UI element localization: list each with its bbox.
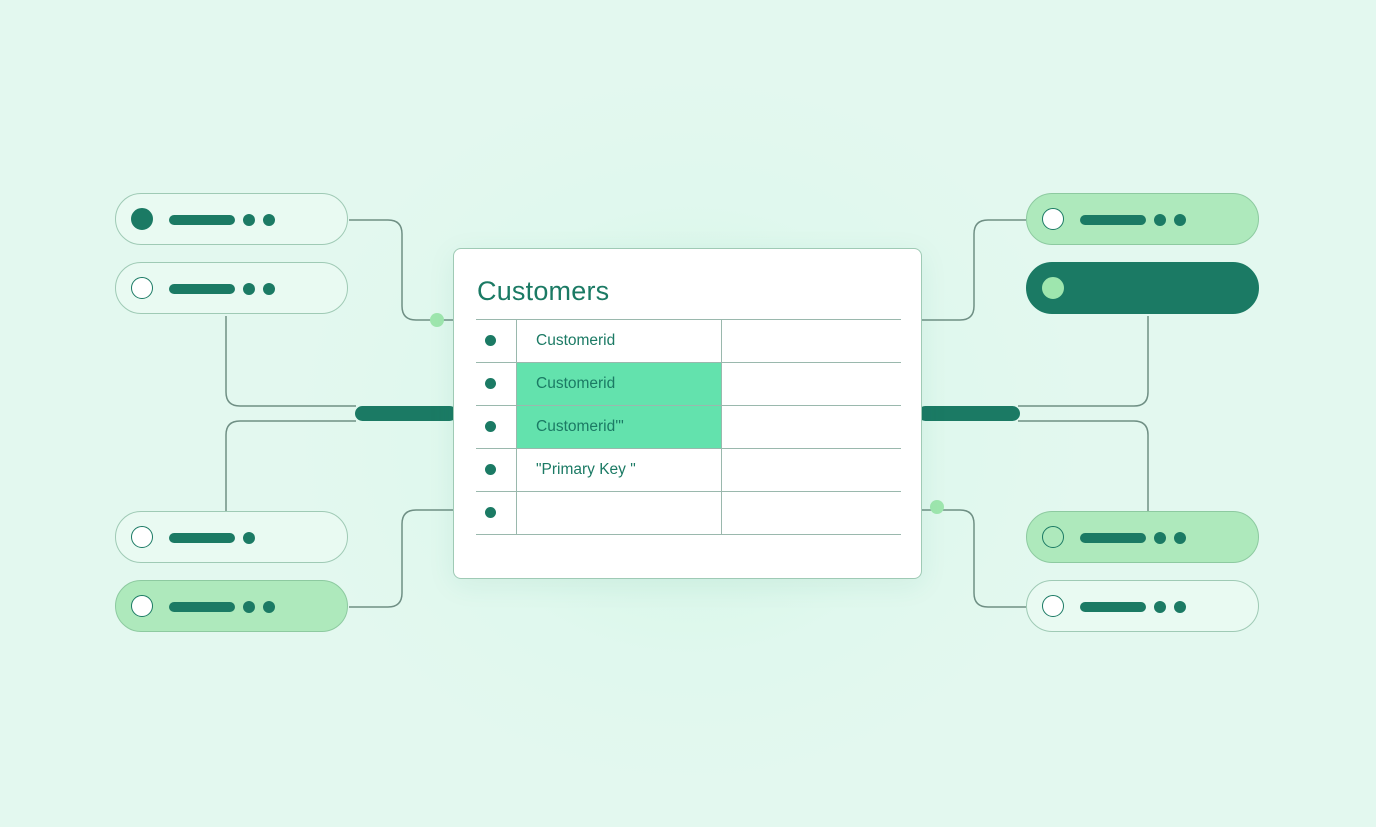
bullet-icon: [485, 464, 496, 475]
field-cell: [516, 492, 722, 534]
field-cell-highlighted: Customerid'": [516, 406, 722, 448]
dot-icon: [1174, 601, 1186, 613]
dot-icon: [263, 601, 275, 613]
placeholder-bar: [169, 533, 235, 543]
left-bus-bar: [355, 406, 457, 421]
dot-icon: [1174, 532, 1186, 544]
filled-radio-icon: [131, 208, 153, 230]
right-node-1[interactable]: [1026, 193, 1259, 245]
left-node-4[interactable]: [115, 580, 348, 632]
dot-icon: [243, 214, 255, 226]
dot-icon: [243, 601, 255, 613]
left-node-1[interactable]: [115, 193, 348, 245]
left-node-3[interactable]: [115, 511, 348, 563]
dot-icon: [1174, 214, 1186, 226]
dot-icon: [263, 214, 275, 226]
right-node-4[interactable]: [1026, 580, 1259, 632]
table-row[interactable]: Customerid'": [476, 406, 901, 449]
bullet-icon: [485, 507, 496, 518]
right-junction-dot: [930, 500, 944, 514]
radio-icon: [131, 526, 153, 548]
placeholder-bar: [1080, 602, 1146, 612]
dot-icon: [1154, 214, 1166, 226]
dot-icon: [263, 283, 275, 295]
radio-icon: [1042, 595, 1064, 617]
placeholder-bar: [1080, 215, 1146, 225]
right-node-2[interactable]: [1026, 262, 1259, 314]
radio-icon: [1042, 526, 1064, 548]
placeholder-bar: [1080, 533, 1146, 543]
dot-icon: [1154, 532, 1166, 544]
field-cell-highlighted: Customerid: [516, 363, 722, 405]
accent-radio-icon: [1042, 277, 1064, 299]
table-title: Customers: [477, 276, 610, 306]
field-cell: Customerid: [516, 320, 722, 362]
right-node-3[interactable]: [1026, 511, 1259, 563]
bullet-icon: [485, 335, 496, 346]
table-row[interactable]: [476, 492, 901, 535]
placeholder-bar: [169, 215, 235, 225]
left-junction-dot: [430, 313, 444, 327]
radio-icon: [1042, 208, 1064, 230]
table-row[interactable]: "Primary Key ": [476, 449, 901, 492]
table-row[interactable]: Customerid: [476, 363, 901, 406]
radio-icon: [131, 277, 153, 299]
placeholder-bar: [169, 284, 235, 294]
bullet-icon: [485, 378, 496, 389]
table-row[interactable]: Customerid: [476, 320, 901, 363]
bullet-icon: [485, 421, 496, 432]
radio-icon: [131, 595, 153, 617]
placeholder-bar: [169, 602, 235, 612]
dot-icon: [243, 283, 255, 295]
customers-table-card: Customers Customerid Customerid Customer…: [453, 248, 922, 579]
right-bus-bar: [918, 406, 1020, 421]
dot-icon: [1154, 601, 1166, 613]
left-node-2[interactable]: [115, 262, 348, 314]
dot-icon: [243, 532, 255, 544]
field-cell: "Primary Key ": [516, 449, 722, 491]
table-grid: Customerid Customerid Customerid'" "Prim…: [476, 319, 901, 535]
